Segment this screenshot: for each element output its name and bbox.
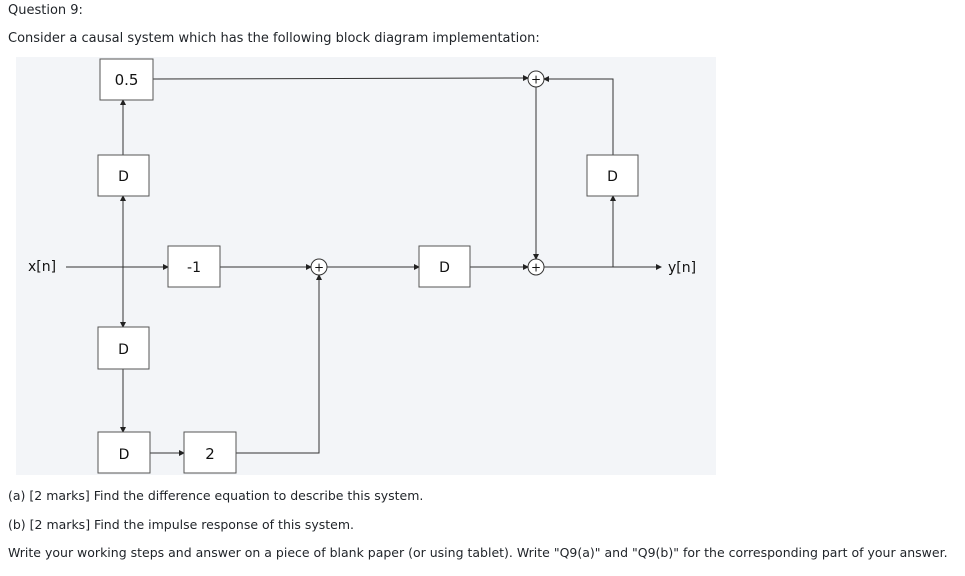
line-delay-feedback-to-adder-3 — [543, 76, 614, 155]
gain-block-top: 0.5 — [99, 58, 154, 101]
input-label: x[n] — [28, 259, 56, 275]
output-label: y[n] — [668, 260, 696, 276]
gain-block-neg: -1 — [167, 245, 221, 288]
delay-mid-label: D — [118, 342, 129, 358]
block-diagram: 0.5 D D D 2 -1 D D — [16, 57, 716, 475]
adder-2: + — [527, 258, 545, 276]
delay-forward-label: D — [439, 260, 450, 276]
delay-block-bottom: D — [97, 431, 151, 474]
signal-lines — [66, 75, 662, 456]
adder-3: + — [527, 70, 545, 88]
question-intro: Consider a causal system which has the f… — [8, 31, 540, 46]
gain-top-value: 0.5 — [115, 71, 139, 89]
delay-block-forward: D — [418, 245, 471, 288]
block-diagram-svg: 0.5 D D D 2 -1 D D — [28, 58, 696, 474]
delay-top-label: D — [118, 169, 129, 185]
delay-feedback-label: D — [607, 169, 618, 185]
part-b-text: (b) [2 marks] Find the impulse response … — [8, 517, 354, 532]
adder-3-symbol: + — [531, 73, 541, 87]
delay-block-top: D — [97, 154, 150, 197]
line-gain-2-to-adder-1 — [236, 274, 322, 454]
delay-block-mid: D — [97, 326, 150, 370]
instructions-text: Write your working steps and answer on a… — [8, 545, 948, 560]
line-gain-top-to-adder-3 — [152, 75, 529, 82]
question-title: Question 9: — [8, 3, 83, 18]
gain-neg-value: -1 — [187, 260, 201, 276]
adder-2-symbol: + — [531, 261, 541, 275]
gain-2-value: 2 — [205, 445, 215, 463]
adder-1: + — [310, 258, 328, 276]
gain-block-2: 2 — [183, 431, 237, 474]
delay-block-feedback: D — [586, 154, 639, 197]
adder-1-symbol: + — [314, 261, 324, 275]
delay-bottom-label: D — [119, 447, 130, 463]
part-a-text: (a) [2 marks] Find the difference equati… — [8, 488, 424, 503]
